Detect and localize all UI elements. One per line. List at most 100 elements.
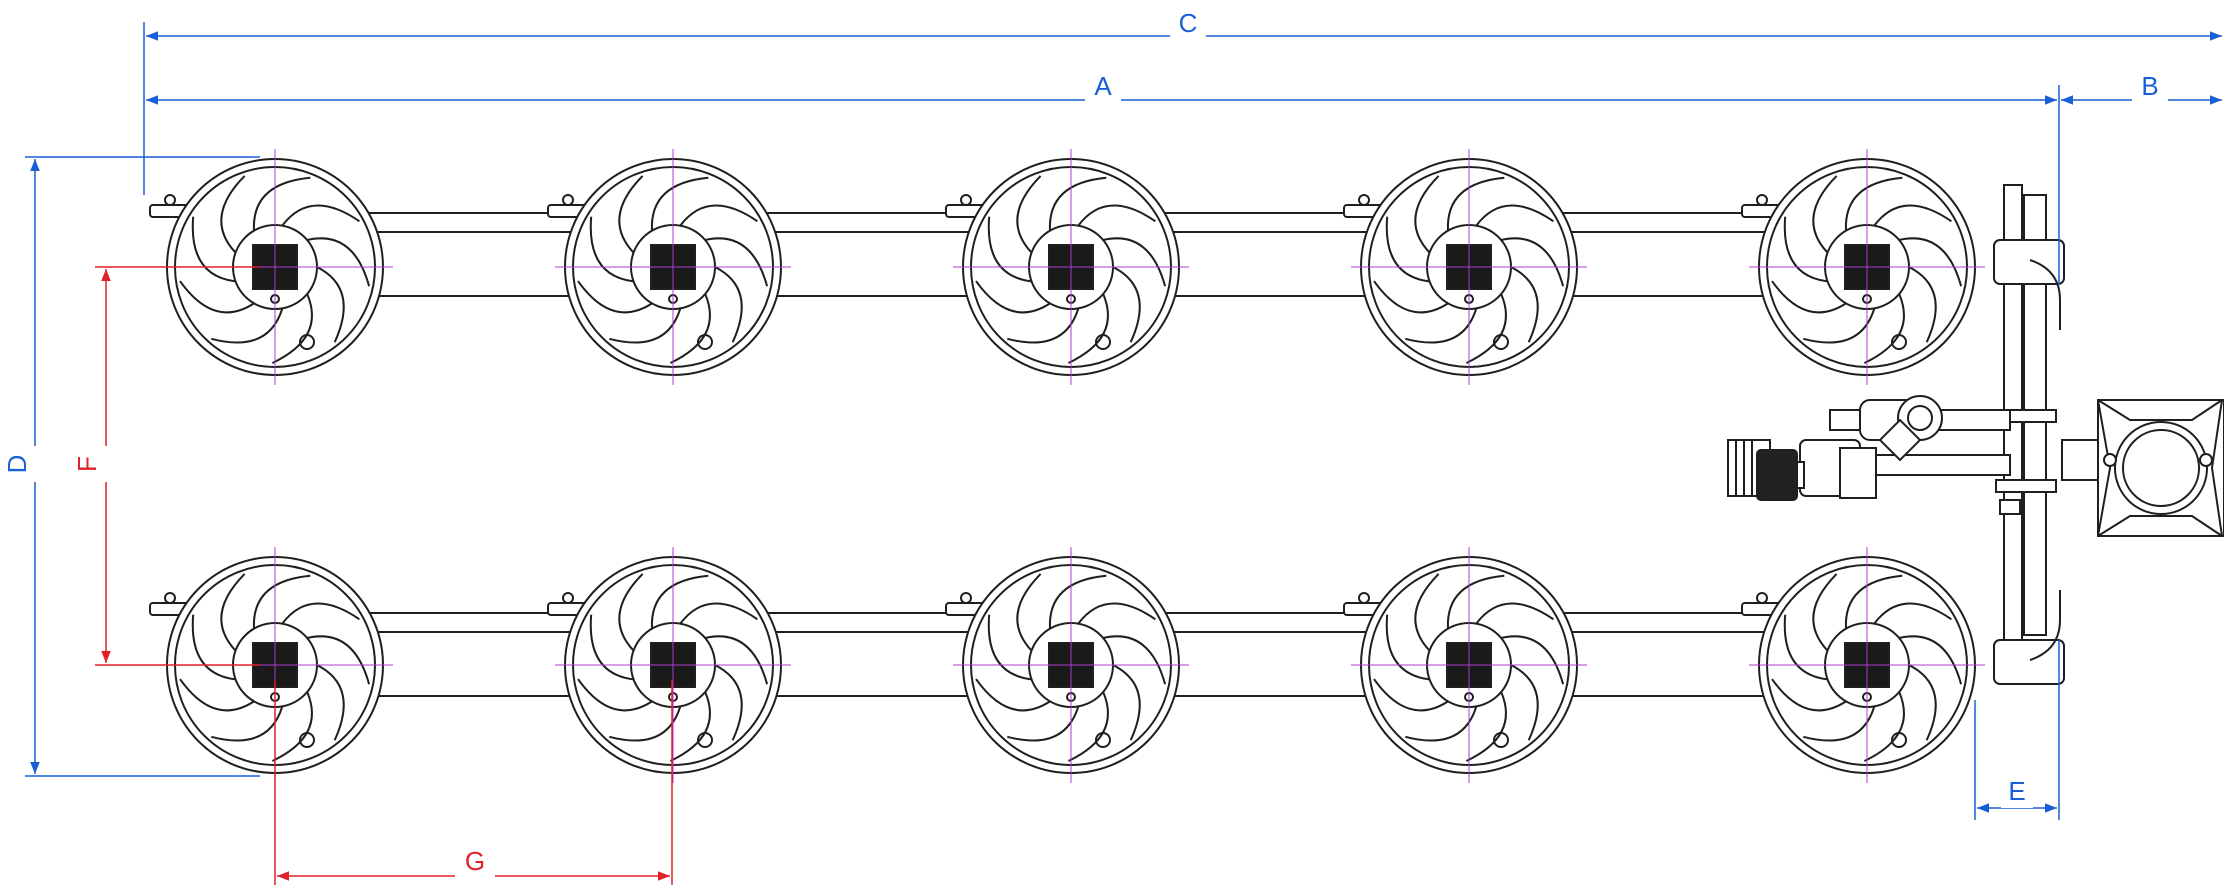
impeller-logo-mark [299, 732, 315, 748]
pipe-coupling [149, 194, 191, 218]
impeller-vane [271, 691, 313, 762]
impeller-vane [1077, 602, 1156, 625]
impeller-vane [211, 308, 284, 344]
impeller-vane [704, 237, 769, 287]
dimension-lines-red [95, 266, 673, 885]
impeller-vane [1077, 204, 1156, 227]
impeller-vane [577, 280, 653, 314]
impeller-vane [211, 706, 284, 742]
impeller-vane [220, 175, 246, 254]
impeller-vane [1908, 664, 1937, 741]
impeller-vane [987, 216, 1032, 283]
impeller-vane [975, 280, 1051, 314]
impeller-vane [1475, 602, 1554, 625]
dimension-label-d: D [2, 455, 32, 474]
impeller-logo-mark [1891, 334, 1907, 350]
impeller-vane [1844, 176, 1903, 231]
impeller-vane [1048, 176, 1107, 231]
impeller-vane [1873, 204, 1952, 227]
impeller-vane [1863, 691, 1905, 762]
impeller-vane [306, 635, 371, 685]
impeller-vane [1385, 614, 1430, 681]
impeller-logo-mark [697, 334, 713, 350]
impeller-vane [1465, 691, 1507, 762]
impeller-vane [1385, 216, 1430, 283]
impeller-vane [316, 266, 345, 343]
impeller-vane [1007, 706, 1080, 742]
centerline [1749, 547, 1985, 783]
impeller-vane [669, 293, 711, 364]
impeller-vane [609, 308, 682, 344]
impeller-vane [650, 574, 709, 629]
impeller-vane [1112, 266, 1141, 343]
impeller-vane [577, 678, 653, 712]
impeller-vane [1373, 678, 1449, 712]
impeller-vane [1475, 204, 1554, 227]
impeller-vane [975, 678, 1051, 712]
impeller-vane [1908, 266, 1937, 343]
impeller-logo-mark [1493, 334, 1509, 350]
impeller-vane [1102, 237, 1167, 287]
motor [1727, 439, 1798, 501]
dimension-label-g: G [465, 846, 485, 876]
impeller-vane [609, 706, 682, 742]
impeller-vane [1048, 574, 1107, 629]
impeller-vane [1510, 266, 1539, 343]
impeller-vane [1067, 691, 1109, 762]
impeller-vane [316, 664, 345, 741]
impeller-group [157, 149, 1985, 783]
impeller-vane [1783, 614, 1828, 681]
dimension-label-f: F [72, 456, 102, 472]
centerline [555, 547, 791, 783]
impeller-vane [669, 691, 711, 762]
impeller-vane [1007, 308, 1080, 344]
impeller-vane [1783, 216, 1828, 283]
impeller-vane [1446, 574, 1505, 629]
impeller-vane [281, 602, 360, 625]
impeller-vane [1465, 293, 1507, 364]
impeller-vane [179, 678, 255, 712]
impeller-vane [679, 602, 758, 625]
impeller-vane [1898, 635, 1963, 685]
dimension-label-e: E [2008, 776, 2025, 806]
impeller-vane [191, 216, 236, 283]
impeller-vane [589, 216, 634, 283]
impeller-vane [1844, 574, 1903, 629]
impeller-vane [1898, 237, 1963, 287]
impeller-vane [714, 664, 743, 741]
centerline [555, 149, 791, 385]
centerline [1749, 149, 1985, 385]
impeller-logo-mark [1493, 732, 1509, 748]
impeller-vane [1446, 176, 1505, 231]
centerline [953, 149, 1189, 385]
impeller-vane [618, 573, 644, 652]
impeller-vane [1500, 635, 1565, 685]
impeller-vane [1812, 175, 1838, 254]
impeller-vane [1112, 664, 1141, 741]
impeller-vane [179, 280, 255, 314]
impeller-logo-mark [1095, 334, 1111, 350]
centerline [1351, 149, 1587, 385]
impeller-vane [618, 175, 644, 254]
impeller-logo-mark [299, 334, 315, 350]
impeller-vane [306, 237, 371, 287]
impeller-vane [191, 614, 236, 681]
pump-housing [2061, 399, 2224, 537]
vertical-manifold [1993, 184, 2065, 685]
impeller-vane [271, 293, 313, 364]
impeller-vane [1863, 293, 1905, 364]
impeller-vane [1510, 664, 1539, 741]
impeller-vane [1373, 280, 1449, 314]
impeller-vane [1414, 573, 1440, 652]
centerline [1351, 547, 1587, 783]
impeller-vane [589, 614, 634, 681]
impeller-vane [1771, 678, 1847, 712]
impeller-vane [1067, 293, 1109, 364]
impeller-vane [252, 176, 311, 231]
impeller-vane [220, 573, 246, 652]
impeller-vane [704, 635, 769, 685]
impeller-vane [1500, 237, 1565, 287]
impeller-vane [1102, 635, 1167, 685]
